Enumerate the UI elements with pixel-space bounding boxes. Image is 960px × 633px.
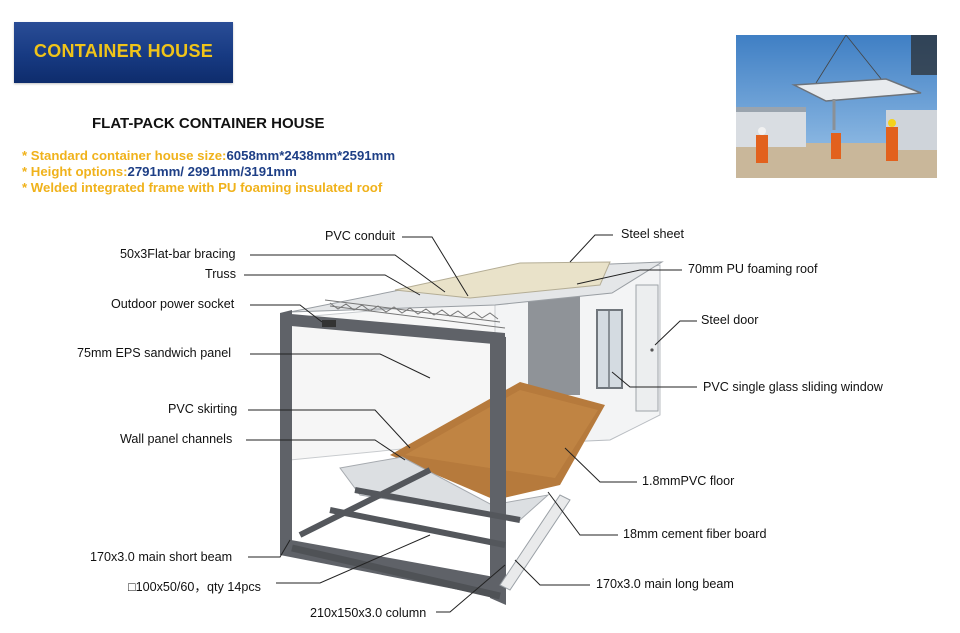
label-steel-sheet: Steel sheet (621, 227, 685, 241)
steel-door (635, 284, 659, 412)
spec-height-value: 2791mm/ 2991mm/3191mm (127, 164, 297, 179)
installation-photo (736, 35, 937, 178)
spec-frame: * Welded integrated frame with PU foamin… (22, 180, 382, 196)
label-cement-fiber-board: 18mm cement fiber board (623, 527, 767, 541)
label-steel-door: Steel door (701, 313, 759, 327)
label-flat-bar-bracing: 50x3Flat-bar bracing (120, 247, 236, 261)
label-sliding-window: PVC single glass sliding window (703, 380, 883, 394)
secondary-beams (298, 467, 521, 548)
label-pvc-skirting: PVC skirting (168, 402, 238, 416)
title-banner: CONTAINER HOUSE (14, 22, 233, 83)
label-pvc-conduit: PVC conduit (325, 229, 396, 243)
spec-size-value: 6058mm*2438mm*2591mm (226, 148, 396, 163)
spec-height: * Height options:2791mm/ 2991mm/3191mm (22, 164, 297, 180)
label-main-long-beam: 170x3.0 main long beam (596, 577, 734, 591)
label-secondary-beam: □100x50/60，qty 14pcs (128, 580, 261, 594)
label-pvc-floor: 1.8mmPVC floor (642, 474, 735, 488)
spec-size-key: * Standard container house size: (22, 148, 227, 163)
roof-truss (324, 299, 506, 329)
page-heading: FLAT-PACK CONTAINER HOUSE (92, 115, 325, 132)
pu-foaming-roof (394, 261, 611, 299)
banner-title: CONTAINER HOUSE (33, 41, 214, 61)
label-pu-foaming-roof: 70mm PU foaming roof (688, 262, 818, 276)
spec-frame-key: * Welded integrated frame with PU foamin… (22, 180, 383, 195)
label-eps-sandwich-panel: 75mm EPS sandwich panel (77, 346, 232, 360)
spec-size: * Standard container house size:6058mm*2… (22, 148, 395, 164)
cement-fiber-board (339, 456, 550, 521)
label-truss: Truss (205, 267, 237, 281)
spec-height-key: * Height options: (22, 164, 128, 179)
outdoor-power-socket (322, 320, 336, 327)
floor-beams (291, 544, 501, 600)
label-column: 210x150x3.0 column (310, 606, 427, 620)
label-outdoor-power-socket: Outdoor power socket (111, 297, 235, 311)
label-main-short-beam: 170x3.0 main short beam (90, 550, 233, 564)
label-wall-panel-channels: Wall panel channels (120, 432, 233, 446)
